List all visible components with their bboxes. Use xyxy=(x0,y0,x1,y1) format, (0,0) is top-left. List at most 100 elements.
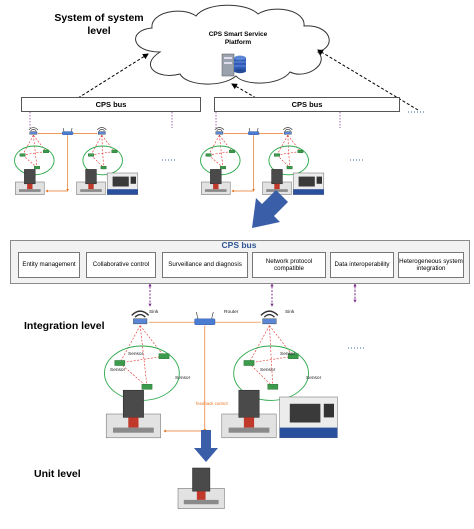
wireless-link xyxy=(22,154,38,168)
platform-label: CPS Smart Service Platform xyxy=(190,31,286,47)
wireless-link xyxy=(33,135,47,152)
wireless-link xyxy=(219,135,224,168)
router-icon xyxy=(247,127,260,135)
sensor-icon xyxy=(205,153,212,157)
wifi-icon xyxy=(97,127,107,135)
sensor-icon xyxy=(220,166,226,170)
sensor-icon xyxy=(43,149,49,153)
down-arrow-icon xyxy=(252,190,288,228)
cnc-machine-icon xyxy=(177,467,225,509)
unit-level-label: Unit level xyxy=(34,468,81,480)
cps-bus-function-box: Data interoperability xyxy=(330,252,394,278)
system-level-label: System of system level xyxy=(54,12,144,37)
sensor-icon xyxy=(286,166,293,170)
sensor-label: Sensor xyxy=(128,352,144,357)
cnc-machine-icon xyxy=(221,389,338,439)
sensor-group-outline xyxy=(233,345,309,401)
cnc-machine-icon xyxy=(105,389,161,439)
wireless-link xyxy=(90,135,103,156)
cps-bus-function-box: Network protocol compatible xyxy=(252,252,326,278)
sensor-icon xyxy=(274,153,280,157)
sink-label: Sink xyxy=(149,310,159,315)
wireless-link xyxy=(248,325,270,364)
sensor-icon xyxy=(111,149,118,153)
sensor-icon xyxy=(19,153,26,157)
sensor-label: Sensor xyxy=(260,368,276,373)
sensor-label: Sensor xyxy=(306,376,322,381)
bus-to-cloud-link xyxy=(317,49,419,111)
router-icon xyxy=(194,311,216,325)
wifi-icon xyxy=(260,310,279,325)
sensor-icon xyxy=(158,353,170,359)
wireless-link xyxy=(287,135,301,152)
platform-label-line1: CPS Smart Service xyxy=(208,31,268,38)
cnc-machine-icon xyxy=(177,467,225,509)
cps-bus-function-box: Surveillance and diagnosis xyxy=(162,252,248,278)
wireless-link xyxy=(276,151,301,156)
sensor-icon xyxy=(297,149,304,153)
cps-bus-title: CPS bus xyxy=(221,240,257,250)
bus-to-cloud-link xyxy=(231,83,257,99)
wireless-link xyxy=(269,325,294,357)
wireless-link xyxy=(276,135,289,156)
wireless-link xyxy=(287,135,290,168)
down-arrow-icon xyxy=(194,430,218,462)
sensor-icon xyxy=(229,149,235,153)
cnc-machine-icon xyxy=(76,169,139,195)
wireless-link xyxy=(119,325,141,364)
cnc-machine-icon xyxy=(15,169,45,195)
platform-label-line2: Platform xyxy=(224,39,252,46)
sensor-icon xyxy=(88,153,94,157)
cps-bus-function-box: Entity management xyxy=(18,252,80,278)
wireless-link xyxy=(208,151,233,156)
wireless-link xyxy=(90,154,104,168)
sensor-icon xyxy=(243,360,255,366)
router-label: Router xyxy=(224,310,239,315)
sensor-icon xyxy=(287,353,299,359)
wireless-link xyxy=(276,154,290,168)
wireless-link xyxy=(269,325,274,387)
sensor-icon xyxy=(141,384,153,390)
cps-bus-left: CPS bus xyxy=(21,97,201,112)
sensor-group-outline xyxy=(82,145,123,176)
wifi-icon xyxy=(214,127,225,135)
bus-to-cloud-link xyxy=(77,53,149,99)
wifi-icon xyxy=(283,127,293,135)
wireless-link xyxy=(219,135,233,152)
cps-cluster-right xyxy=(200,127,325,195)
feedback-control-label: feedback control xyxy=(196,401,228,406)
sensor-group-outline xyxy=(268,145,309,176)
sensor-icon xyxy=(100,166,107,170)
wireless-link xyxy=(22,135,34,156)
sensor-label: Sensor xyxy=(110,368,126,373)
wireless-link xyxy=(101,135,104,168)
wireless-link xyxy=(248,362,274,388)
wireless-link xyxy=(33,135,38,168)
cps-bus-function-box: Collaborative control xyxy=(86,252,156,278)
wireless-link xyxy=(139,325,165,357)
wireless-link xyxy=(119,355,165,364)
router-icon xyxy=(62,127,74,135)
wireless-link xyxy=(208,154,224,168)
sensor-label: Sensor xyxy=(175,376,191,381)
wireless-link xyxy=(248,355,294,364)
wifi-icon xyxy=(28,127,39,135)
wireless-link xyxy=(208,135,220,156)
wireless-link xyxy=(90,151,115,156)
server-icon xyxy=(221,53,246,77)
integration-cluster xyxy=(104,310,338,439)
cps-cluster-left xyxy=(14,127,139,195)
cnc-machine-icon xyxy=(201,169,231,195)
sensor-icon xyxy=(267,384,279,390)
sensor-icon xyxy=(114,360,126,366)
wireless-link xyxy=(101,135,115,152)
sink-label: Sink xyxy=(285,310,295,315)
wireless-link xyxy=(119,362,148,388)
cnc-machine-icon xyxy=(262,169,325,195)
sensor-label: Sensor xyxy=(280,352,296,357)
cloud-icon xyxy=(135,4,330,85)
cps-bus-function-box: Heterogeneous system integration xyxy=(398,252,464,278)
wifi-icon xyxy=(131,310,150,325)
